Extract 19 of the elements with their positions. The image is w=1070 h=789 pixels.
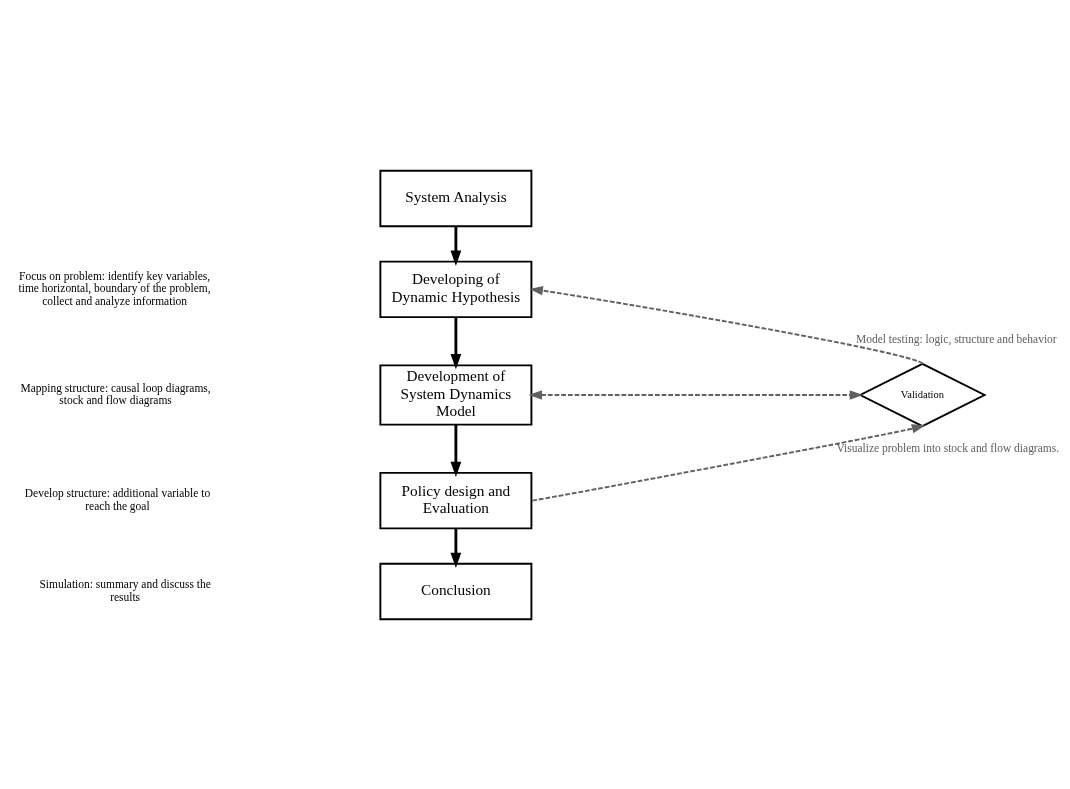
edge-label: Visualize problem into stock and flow diagrams. <box>836 441 1060 454</box>
node-box: Conclusion <box>379 562 533 620</box>
arrow <box>529 285 924 365</box>
arrow <box>450 528 462 568</box>
node-box: Development of System Dynamics Model <box>379 363 533 426</box>
arrow <box>528 389 864 400</box>
label: Focus on problem: identify key variables, time horizontal, boundary of the problem, collect and analyze information <box>18 269 211 307</box>
label: Simulation: summary and discuss the results <box>39 577 211 603</box>
arrow <box>450 316 462 369</box>
label: Develop structure: additional variable to reach the goal <box>24 486 211 512</box>
arrow <box>450 424 462 477</box>
arrow <box>450 225 462 266</box>
label: Mapping structure: causal loop diagrams, stock and flow diagrams <box>20 381 211 406</box>
node-box: Developing of Dynamic Hypothesis <box>379 260 533 318</box>
edge-label: Model testing: logic, structure and behavior <box>856 332 1057 345</box>
node-diamond: Validation <box>858 362 987 427</box>
node-box: Policy design and Evaluation <box>379 471 533 529</box>
arrow <box>531 423 926 502</box>
node-box: System Analysis <box>379 169 533 227</box>
